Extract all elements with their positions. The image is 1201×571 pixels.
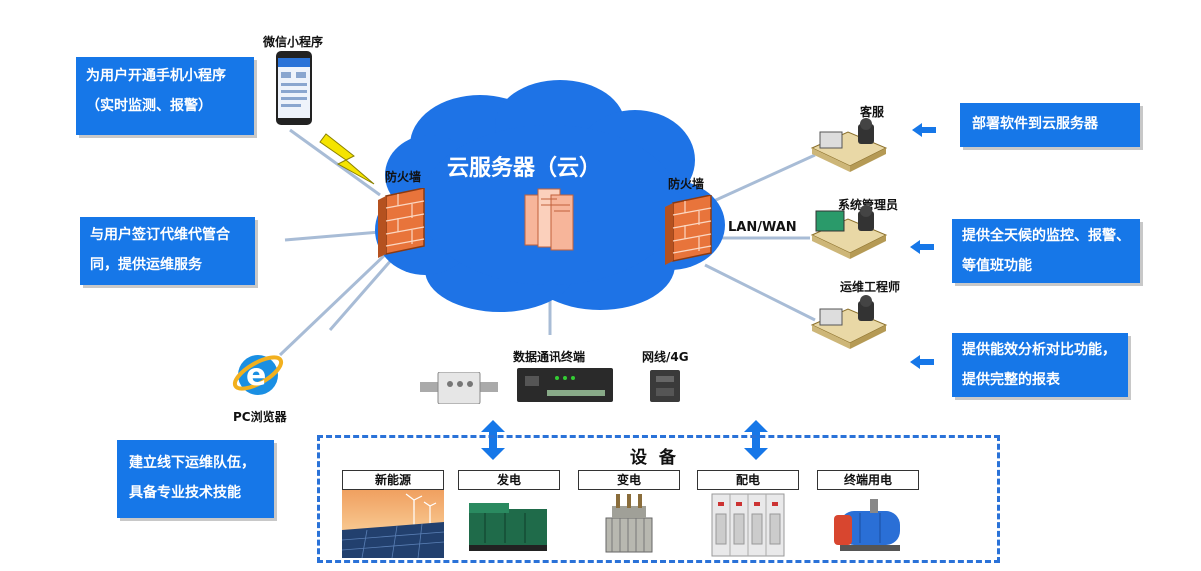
double-arrow-icon xyxy=(481,420,505,460)
server-icon xyxy=(524,188,574,251)
workstation-icon xyxy=(810,295,888,349)
router-4g-icon xyxy=(650,370,680,402)
arrow-left-icon xyxy=(910,355,934,369)
boiler-image xyxy=(834,499,900,551)
wechat-label: 微信小程序 xyxy=(263,35,324,49)
browser-icon: e xyxy=(232,355,284,395)
info-box-offline-team: 建立线下运维队伍， 具备专业技术技能 xyxy=(117,440,274,518)
firewall-right-label: 防火墙 xyxy=(668,177,705,191)
smartphone-icon xyxy=(276,51,312,125)
firewall-right-icon xyxy=(665,195,712,265)
devices-panel xyxy=(317,435,1000,563)
data-terminal-label: 数据通讯终端 xyxy=(513,350,586,364)
info-box-monitoring: 提供全天候的监控、报警、 等值班功能 xyxy=(952,219,1140,283)
category-end-use: 终端用电 xyxy=(817,470,919,490)
transformer-image xyxy=(605,494,653,553)
wired-4g-label: 网线/4G xyxy=(642,350,689,364)
generator-image xyxy=(469,503,547,551)
din-rail-device-icon xyxy=(420,372,498,404)
category-substation: 变电 xyxy=(578,470,680,490)
lan-wan-label: LAN/WAN xyxy=(728,220,797,235)
firewall-left-icon xyxy=(378,188,425,258)
info-box-miniprogram: 为用户开通手机小程序 （实时监测、报警） xyxy=(76,57,254,135)
switchgear-image xyxy=(711,493,785,557)
terminal-device-icon xyxy=(517,368,613,402)
role-sys-admin: 系统管理员 xyxy=(838,198,899,212)
info-box-analysis: 提供能效分析对比功能， 提供完整的报表 xyxy=(952,333,1128,397)
workstation-icon xyxy=(810,205,888,259)
category-new-energy: 新能源 xyxy=(342,470,444,490)
firewall-left-label: 防火墙 xyxy=(385,170,422,184)
double-arrow-icon xyxy=(744,420,768,460)
svg-text:e: e xyxy=(246,358,266,393)
category-generation: 发电 xyxy=(458,470,560,490)
devices-title: 设 备 xyxy=(630,448,676,468)
workstation-icon xyxy=(810,118,888,172)
info-box-contract: 与用户签订代维代管合 同，提供运维服务 xyxy=(80,217,255,285)
arrow-left-icon xyxy=(912,123,936,137)
category-distribution: 配电 xyxy=(697,470,799,490)
role-ops-engineer: 运维工程师 xyxy=(840,280,901,294)
arrow-left-icon xyxy=(910,240,934,254)
solar-wind-image xyxy=(342,490,444,558)
role-customer-service: 客服 xyxy=(860,105,885,119)
info-box-deploy: 部署软件到云服务器 xyxy=(960,103,1140,147)
pc-browser-label: PC浏览器 xyxy=(233,410,287,424)
lightning-icon xyxy=(319,133,375,185)
cloud-title: 云服务器（云） xyxy=(447,156,602,181)
